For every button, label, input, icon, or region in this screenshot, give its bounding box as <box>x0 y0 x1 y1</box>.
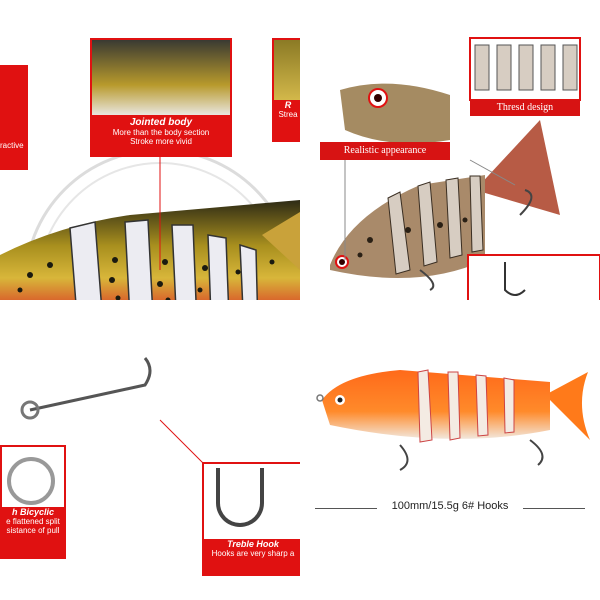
lure-closeup-image <box>0 148 300 300</box>
split-ring-photo <box>2 447 64 507</box>
hook-ring-image <box>0 300 300 466</box>
treble-hook-photo <box>204 464 300 539</box>
streamline-line1: Strea <box>278 110 298 119</box>
treble-hook-line1: Hooks are very sharp a <box>211 549 295 558</box>
callout-attractive-text: ractive <box>0 141 24 150</box>
callout-jointed-body: Jointed body More than the body section … <box>90 38 232 157</box>
streamline-photo <box>274 40 300 100</box>
size-spec-label: 100mm/15.5g 6# Hooks <box>391 500 509 512</box>
bicyclic-line1: e flattened split <box>6 517 60 526</box>
detail-panel-hardware: h Bicyclic e flattened split sistance of… <box>0 300 300 600</box>
bicyclic-line2: sistance of pull <box>6 526 60 535</box>
size-spec-bar: 100mm/15.5g 6# Hooks <box>315 500 585 516</box>
callout-attractive: ractive <box>0 65 28 170</box>
bicyclic-title: h Bicyclic <box>11 507 55 517</box>
caption-thread-design: Thresd design <box>470 100 580 116</box>
orange-lure-image <box>316 369 590 471</box>
callout-streamline: R Strea <box>272 38 300 142</box>
detail-panel-jointed-body: ractive Jointed body More than the body … <box>0 0 300 300</box>
detail-panel-realistic: Thresd design Realistic appearance <box>300 0 600 300</box>
product-panel-orange-lure <box>300 300 600 600</box>
jointed-body-photo <box>92 40 230 115</box>
jointed-body-title: Jointed body <box>129 117 193 128</box>
treble-hook-title: Treble Hook <box>227 539 279 549</box>
jointed-body-line2: Stroke more vivid <box>130 137 192 146</box>
jointed-body-line1: More than the body section <box>112 128 210 137</box>
callout-bicyclic-ring: h Bicyclic e flattened split sistance of… <box>0 445 66 559</box>
lure-side-image <box>320 37 600 300</box>
callout-treble-hook: Treble Hook Hooks are very sharp a <box>202 462 300 576</box>
caption-realistic-appearance: Realistic appearance <box>320 142 450 160</box>
streamline-title: R <box>284 100 292 110</box>
